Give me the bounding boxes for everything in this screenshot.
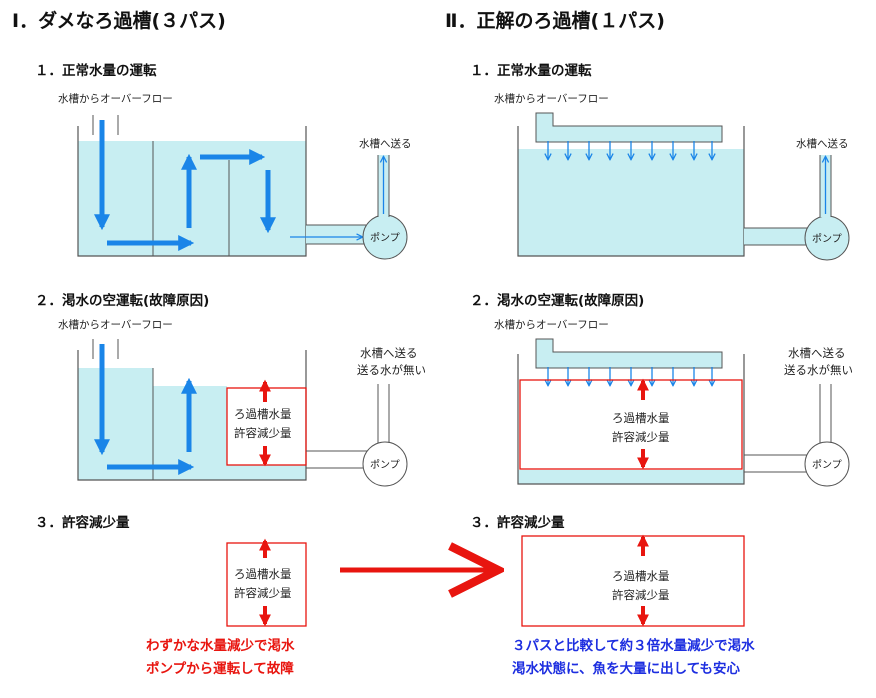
right-s2-water <box>518 470 744 484</box>
right-s2-spray-pipe <box>535 338 723 369</box>
right-s3-allowance-box <box>521 535 745 627</box>
right-s3-group: ろ過槽水量 許容減少量 ３パスと比較して約３倍水量減少で渇水 渇水状態に、魚を大… <box>512 534 755 677</box>
right-s3-caption-line1: ３パスと比較して約３倍水量減少で渇水 <box>512 637 755 654</box>
right-s2-allowance-box <box>519 379 743 470</box>
right-s2-pump-label: ポンプ <box>812 459 842 471</box>
spray-arrows <box>548 141 712 159</box>
right-s3-box-line2: 許容減少量 <box>612 588 670 602</box>
left-s3-caption-line2: ポンプから運転して故障 <box>146 660 294 677</box>
right-s1-tank <box>517 126 745 257</box>
left-s2-riser-pipe <box>377 384 390 443</box>
left-s1-send-label: 水槽へ送る <box>359 137 412 150</box>
right-s2-no-water-label: 送る水が無い <box>784 363 853 377</box>
left-s2-box-line2: 許容減少量 <box>234 426 292 440</box>
left-s1-group: １．正常水量の運転 水槽からオーバーフロー ポンプ 水槽へ送る <box>35 62 412 260</box>
right-s2-box-line2: 許容減少量 <box>612 430 670 444</box>
right-s2-tank <box>517 354 745 485</box>
left-s1-water <box>78 141 306 256</box>
left-s2-water <box>78 368 153 480</box>
left-s1-heading: １．正常水量の運転 <box>35 62 157 79</box>
left-s2-send-label: 水槽へ送る <box>360 346 418 360</box>
right-s1-riser-pipe <box>819 155 832 217</box>
left-s2-overflow-label: 水槽からオーバーフロー <box>58 319 173 331</box>
right-s1-send-label: 水槽へ送る <box>796 137 849 150</box>
right-s2-overflow-label: 水槽からオーバーフロー <box>494 319 609 331</box>
left-s1-tank <box>77 126 307 257</box>
left-s2-pump <box>362 441 408 487</box>
right-s1-overflow-label: 水槽からオーバーフロー <box>494 93 609 105</box>
left-title: Ⅰ．ダメなろ過槽(３パス) <box>12 9 226 32</box>
left-s3-box-line1: ろ過槽水量 <box>234 567 292 581</box>
right-s2-outlet-pipe <box>744 454 810 473</box>
left-s1-outlet-water <box>306 225 366 244</box>
right-s1-pump-label: ポンプ <box>812 233 842 245</box>
left-s2-pump-label: ポンプ <box>370 459 400 471</box>
left-s1-pump-label: ポンプ <box>370 232 400 244</box>
left-s2-box-line1: ろ過槽水量 <box>234 407 292 421</box>
right-s1-spray-pipe <box>535 112 723 143</box>
right-s1-water <box>518 149 744 256</box>
right-s1-group: １．正常水量の運転 水槽からオーバーフロー ポンプ 水槽へ送る <box>470 62 850 261</box>
right-title: Ⅱ．正解のろ過槽(１パス) <box>445 9 665 32</box>
left-s2-heading: ２．渇水の空運転(故障原因) <box>35 292 209 309</box>
right-s1-outlet-pipe <box>744 227 810 246</box>
right-s2-box-line1: ろ過槽水量 <box>612 411 670 425</box>
left-s1-outlet-pipe <box>306 224 366 245</box>
right-s2-pump <box>804 441 850 487</box>
left-s2-outlet-pipe <box>306 450 368 469</box>
right-s2-send-label: 水槽へ送る <box>788 346 846 360</box>
right-s2-riser-pipe <box>819 384 832 443</box>
left-s1-overflow-label: 水槽からオーバーフロー <box>58 93 173 105</box>
right-s1-heading: １．正常水量の運転 <box>470 62 592 79</box>
left-s2-no-water-label: 送る水が無い <box>357 363 426 377</box>
left-s3-caption-line1: わずかな水量減少で渇水 <box>146 637 295 654</box>
right-s1-outlet-water <box>744 228 810 245</box>
right-s2-heading: ２．渇水の空運転(故障原因) <box>470 292 644 309</box>
left-s1-riser-pipe <box>377 155 390 217</box>
right-s3-caption-line2: 渇水状態に、魚を大量に出しても安心 <box>512 660 741 677</box>
left-s3-box-line2: 許容減少量 <box>234 586 292 600</box>
left-s3-group: ろ過槽水量 許容減少量 わずかな水量減少で渇水 ポンプから運転して故障 <box>146 538 307 677</box>
left-s2-water <box>227 465 306 480</box>
left-s2-group: ２．渇水の空運転(故障原因) 水槽からオーバーフロー ろ過槽水量 許容減少量 ポ… <box>35 292 426 487</box>
right-s2-group: ２．渇水の空運転(故障原因) 水槽からオーバーフロー ろ過槽水量 許容減少量 ポ… <box>470 292 853 487</box>
right-s3-box-line1: ろ過槽水量 <box>612 569 670 583</box>
spray-arrows <box>548 367 712 385</box>
left-s3-heading: ３．許容減少量 <box>35 514 130 531</box>
right-s3-heading: ３．許容減少量 <box>470 514 565 531</box>
